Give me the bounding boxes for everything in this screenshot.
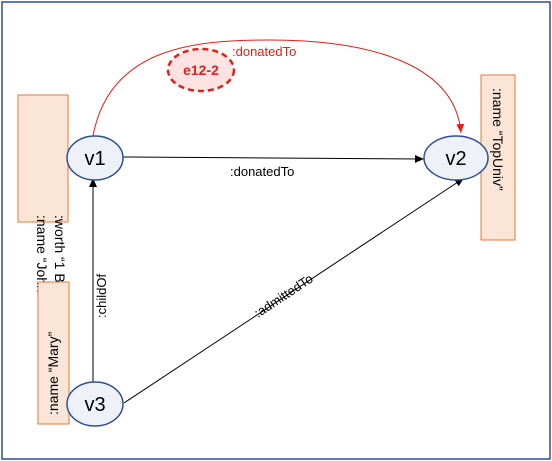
edge-v1-v2-donated-highlighted xyxy=(92,39,465,137)
edge-label-donated-red: :donatedTo xyxy=(232,44,296,59)
node-v3-label: v3 xyxy=(84,394,105,416)
node-v3: v3 xyxy=(66,381,124,427)
node-v1: v1 xyxy=(66,135,124,181)
v1-property-box: :name “John” :worth “1 Bil” xyxy=(17,94,69,298)
node-v1-label: v1 xyxy=(84,148,105,170)
edge-label-admitted: :admittedTo xyxy=(251,271,315,321)
edge-id-text: e12-2 xyxy=(183,62,219,78)
edge-label-childof: :childOf xyxy=(94,274,109,318)
v2-prop-name: :name “TopUniv” xyxy=(490,88,506,191)
edge-v3-v2-admitted xyxy=(123,177,465,404)
node-v2: v2 xyxy=(423,135,489,181)
v1-prop-worth: :worth “1 Bil” xyxy=(52,215,68,294)
edge-id-badge: e12-2 xyxy=(166,47,236,93)
edge-label-donated: :donatedTo xyxy=(230,164,294,179)
edge-v1-v2-donated xyxy=(122,154,425,163)
v3-prop-name: :name “Mary” xyxy=(45,331,61,415)
node-v2-label: v2 xyxy=(445,148,466,170)
v1-prop-name: :name “John” xyxy=(34,215,50,298)
v3-property-box: :name “Mary” xyxy=(37,281,70,425)
